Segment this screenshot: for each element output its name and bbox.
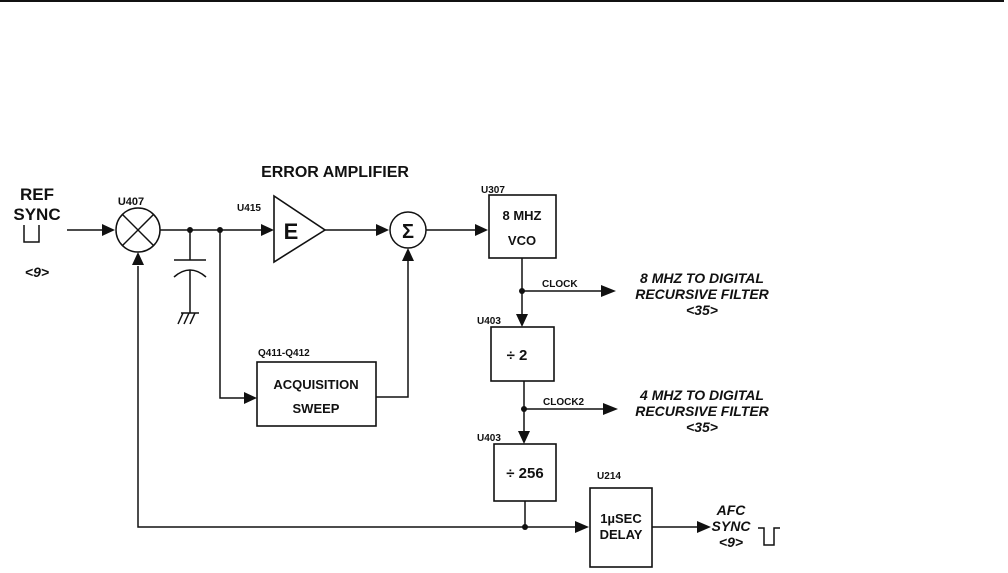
arrow-into-sweep [244, 392, 257, 404]
clock2-signal-label: CLOCK2 [543, 397, 585, 408]
arrow-into-sum [376, 224, 389, 236]
div2-label: ÷ 2 [507, 347, 528, 364]
vco-label-line1: 8 MHZ [503, 208, 542, 223]
div256-designator: U403 [477, 433, 501, 444]
error-amp-designator: U415 [237, 203, 261, 214]
clock-signal-label: CLOCK [542, 279, 578, 290]
delay-designator: U214 [597, 471, 621, 482]
out8-line2: RECURSIVE FILTER [635, 286, 769, 302]
arrow-into-vco [475, 224, 488, 236]
ground-icon [177, 312, 199, 325]
out8-line1: 8 MHZ TO DIGITAL [640, 270, 764, 286]
div256-box [493, 443, 557, 502]
error-amp-label: E [284, 219, 299, 244]
arrow-into-delay [575, 521, 589, 533]
ref-sync-label-line1: REF [20, 185, 54, 204]
summer-symbol: Σ [402, 221, 414, 243]
vco-box [488, 194, 557, 259]
wire-to-sweep [219, 230, 245, 399]
out4-line1: 4 MHZ TO DIGITAL [639, 387, 764, 403]
afc-ref: <9> [719, 534, 743, 550]
arrow-into-mixer-bottom [132, 252, 144, 265]
ref-sync-label-line2: SYNC [13, 205, 60, 224]
acquisition-sweep-box [256, 361, 377, 427]
sweep-designator: Q411-Q412 [258, 348, 310, 359]
afc-sync-pulse-icon [758, 527, 780, 546]
arrow-into-amp [261, 224, 274, 236]
arrow-into-div2 [516, 314, 528, 327]
wire-feedback-to-mixer [137, 266, 575, 528]
arrow-into-div256 [518, 431, 530, 444]
mixer-symbol [115, 207, 161, 253]
capacitor-symbol [173, 230, 207, 313]
arrow-afc-out [697, 521, 711, 533]
ref-sync-pulse-icon [23, 225, 40, 243]
arrow-clock-out [601, 285, 616, 297]
error-amp-triangle [273, 194, 327, 264]
div2-designator: U403 [477, 316, 501, 327]
delay-label-line1: 1µSEC [600, 511, 642, 526]
vco-label-line2: VCO [508, 233, 536, 248]
out8-ref: <35> [686, 302, 718, 318]
mixer-designator: U407 [118, 196, 144, 208]
afc-line2: SYNC [712, 518, 752, 534]
arrow-into-sum-bottom [402, 248, 414, 261]
div2-box [490, 326, 555, 382]
div256-label: ÷ 256 [506, 465, 543, 482]
ref-sync-ref: <9> [25, 264, 49, 280]
out4-line2: RECURSIVE FILTER [635, 403, 769, 419]
vco-designator: U307 [481, 185, 505, 196]
delay-label-line2: DELAY [600, 527, 643, 542]
sweep-label-line1: ACQUISITION [273, 377, 358, 392]
arrow-clock2-out [603, 403, 618, 415]
error-amplifier-title: ERROR AMPLIFIER [261, 164, 409, 181]
wire-sweep-to-sum [376, 260, 409, 398]
afc-line1: AFC [716, 502, 747, 518]
out4-ref: <35> [686, 419, 718, 435]
delay-box [589, 487, 653, 568]
sweep-label-line2: SWEEP [293, 401, 340, 416]
arrow-into-mixer [102, 224, 115, 236]
